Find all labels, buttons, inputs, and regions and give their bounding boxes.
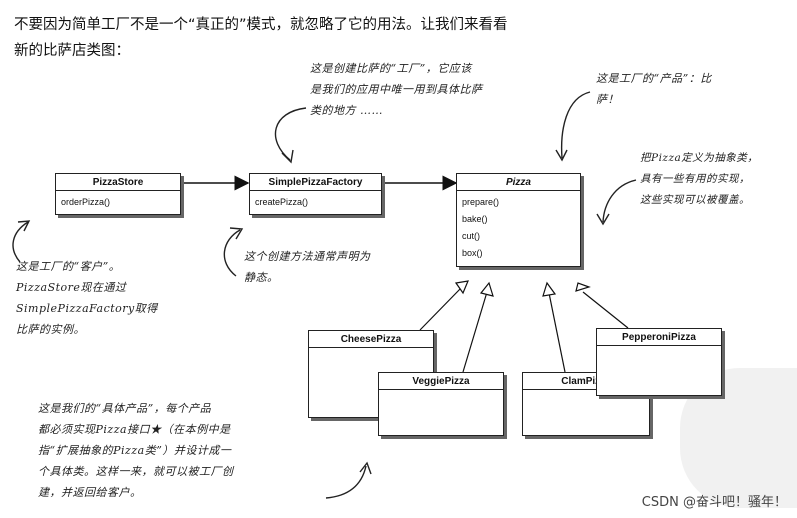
class-pizza: Pizza prepare() bake() cut() box() (456, 173, 581, 267)
class-pizzastore: PizzaStore orderPizza() (55, 173, 181, 215)
note-line: 静态。 (244, 271, 279, 284)
note-product: 这是工厂的“产品”：比 萨！ (596, 68, 712, 110)
class-veggiepizza: VeggiePizza (378, 372, 504, 436)
class-name: SimplePizzaFactory (250, 174, 381, 191)
class-name: PepperoniPizza (597, 329, 721, 346)
class-name: Pizza (457, 174, 580, 191)
note-factory: 这是创建比萨的“工厂”，它应该 是我们的应用中唯一用到具体比萨 类的地方 …… (310, 58, 483, 121)
class-name: VeggiePizza (379, 373, 503, 390)
note-line: 这是工厂的“客户”。 (16, 260, 121, 273)
method: createPizza() (255, 197, 309, 207)
veggie-inherits-pizza (462, 291, 488, 373)
note-line: 这是工厂的“产品”：比 (596, 72, 712, 85)
note-line: 这是创建比萨的“工厂”，它应该 (310, 62, 472, 75)
intro-text: 不要因为简单工厂不是一个“真正的”模式，就忽略了它的用法。让我们来看看 新的比萨… (14, 12, 614, 64)
note-line: 类的地方 …… (310, 104, 383, 117)
note-line: PizzaStore现在通过 (16, 281, 127, 294)
cheese-inherits-pizza (419, 286, 463, 331)
static-note-arrow (223, 229, 241, 277)
class-pepperonipizza: PepperoniPizza (596, 328, 722, 396)
note-line: 比萨的实例。 (16, 323, 85, 336)
pepperoni-inherits-pizza (582, 291, 629, 329)
note-client: 这是工厂的“客户”。 PizzaStore现在通过 SimplePizzaFac… (16, 256, 158, 340)
note-abstract-class: 把Pizza定义为抽象类， 具有一些有用的实现， 这些实现可以被覆盖。 (640, 148, 758, 211)
class-name: ClamPizza (523, 373, 649, 390)
note-line: 这些实现可以被覆盖。 (640, 194, 750, 206)
note-line: 把Pizza定义为抽象类， (640, 152, 759, 164)
clam-inherits-pizza (548, 292, 566, 373)
note-line: 这个创建方法通常声明为 (244, 250, 371, 263)
factory-note-arrow (274, 107, 307, 161)
concrete-note-arrow (325, 465, 367, 499)
method: box() (462, 248, 483, 258)
note-line: 具有一些有用的实现， (640, 173, 750, 185)
note-line: 个具体类。这样一来，就可以被工厂创 (38, 465, 234, 478)
note-line: 指“扩展抽象的Pizza类”）并设计成一 (38, 444, 232, 457)
method: bake() (462, 214, 488, 224)
note-concrete-products: 这是我们的“具体产品”，每个产品 都必须实现Pizza接口★（在本例中是 指“扩… (38, 398, 234, 503)
note-line: 都必须实现Pizza接口★（在本例中是 (38, 423, 231, 436)
client-note-arrow (12, 221, 29, 263)
abstract-note-arrow (602, 179, 637, 223)
product-note-arrow (560, 91, 591, 159)
class-simplepizzafactory: SimplePizzaFactory createPizza() (249, 173, 382, 215)
note-line: 这是我们的“具体产品”，每个产品 (38, 402, 212, 415)
note-line: 是我们的应用中唯一用到具体比萨 (310, 83, 483, 96)
note-line: 萨！ (596, 93, 619, 106)
note-line: 建，并返回给客户。 (38, 486, 142, 499)
method: prepare() (462, 197, 500, 207)
intro-line-2: 新的比萨店类图： (14, 43, 130, 59)
method: cut() (462, 231, 480, 241)
intro-line-1: 不要因为简单工厂不是一个“真正的”模式，就忽略了它的用法。让我们来看看 (14, 17, 508, 33)
method: orderPizza() (61, 197, 111, 207)
class-name: CheesePizza (309, 331, 433, 348)
note-line: SimplePizzaFactory取得 (16, 302, 158, 315)
note-static-method: 这个创建方法通常声明为 静态。 (244, 246, 371, 288)
csdn-watermark: CSDN @奋斗吧！骚年！ (641, 495, 787, 510)
class-name: PizzaStore (56, 174, 180, 191)
